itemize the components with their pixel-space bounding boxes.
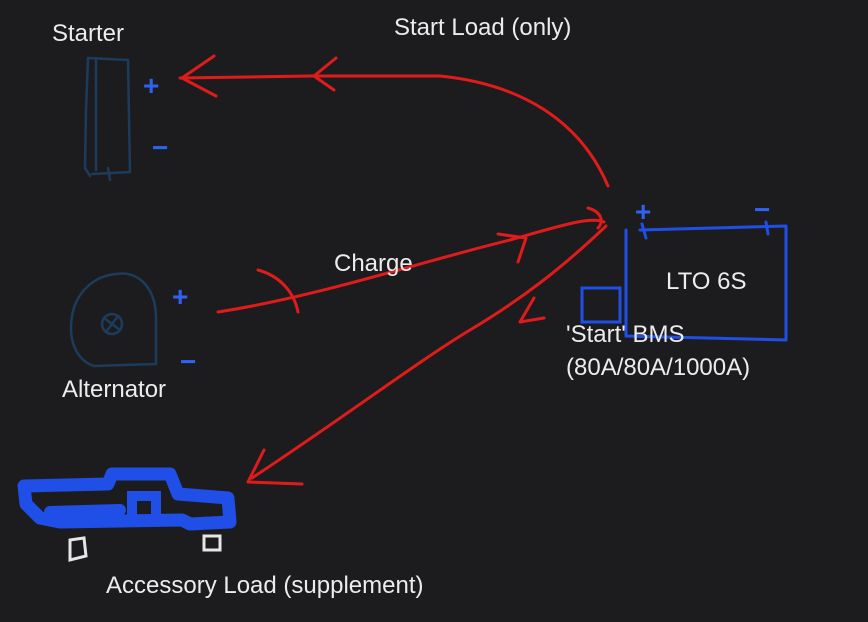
charge-arrow (216, 218, 606, 314)
alternator-label: Alternator (62, 376, 167, 403)
starter-minus-sign: − (152, 132, 169, 163)
alternator-plus-sign: + (172, 281, 189, 312)
battery-minus-sign: − (754, 194, 771, 225)
starter-label: Starter (52, 20, 125, 47)
wheel-right (202, 534, 222, 552)
bms-label-line2: (80A/80A/1000A) (566, 354, 751, 381)
accessory-load-arrow (250, 224, 608, 480)
bms-label: 'Start' BMS (80A/80A/1000A) (566, 318, 750, 384)
bms-label-line1: 'Start' BMS (566, 321, 685, 348)
alternator-icon (69, 272, 158, 368)
accessory-load-label: Accessory Load (supplement) (106, 572, 424, 599)
start-load-label: Start Load (only) (394, 14, 572, 41)
starter-icon (83, 56, 132, 182)
bms-icon (580, 286, 622, 324)
battery-plus-sign: + (635, 196, 652, 227)
starter-plus-sign: + (143, 70, 160, 101)
wheel-left (68, 536, 88, 562)
charge-label: Charge (334, 250, 413, 277)
battery-label: LTO 6S (666, 268, 747, 295)
truck-icon (17, 467, 237, 562)
alternator-minus-sign: − (180, 346, 197, 377)
start-load-arrow (178, 74, 610, 188)
arrows (178, 54, 610, 486)
battery-icon (624, 220, 788, 342)
